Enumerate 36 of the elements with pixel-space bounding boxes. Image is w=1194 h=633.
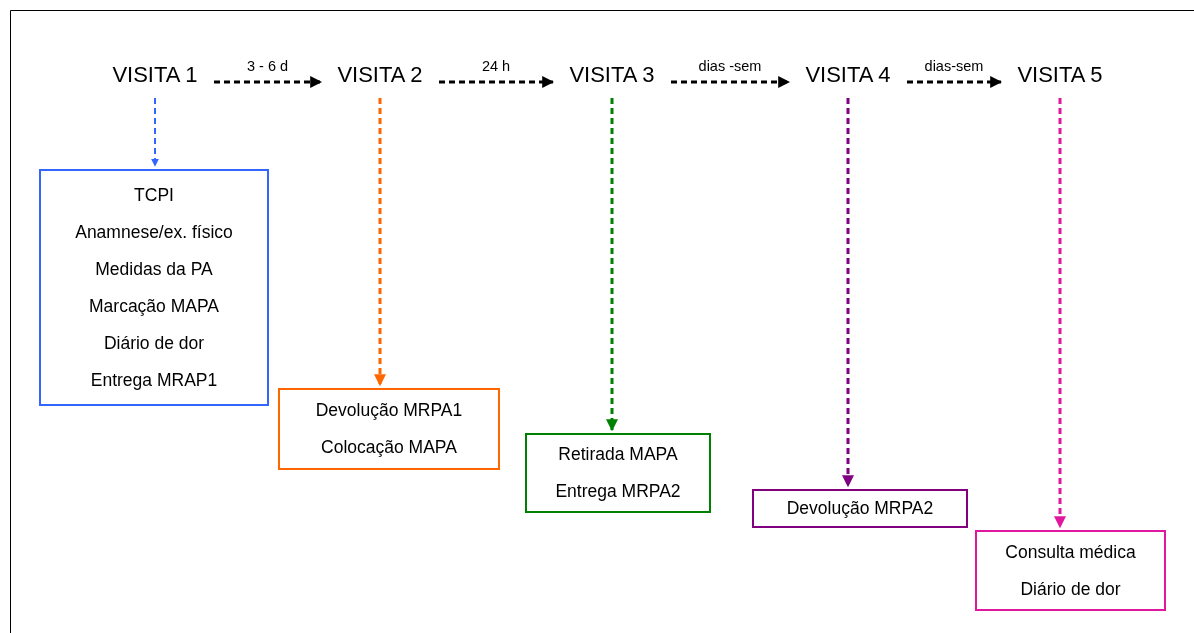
activity-item: TCPI bbox=[134, 183, 174, 207]
dashed-arrow bbox=[671, 76, 791, 88]
dashed-arrow bbox=[1054, 98, 1066, 529]
activity-item: Anamnese/ex. físico bbox=[75, 220, 233, 244]
edge-label: 3 - 6 d bbox=[245, 58, 290, 74]
dashed-arrow bbox=[907, 76, 1003, 88]
activity-box bbox=[525, 433, 711, 513]
edge-label: dias-sem bbox=[923, 58, 985, 74]
activity-item: Medidas da PA bbox=[95, 257, 213, 281]
visit-label: VISITA 4 bbox=[793, 62, 903, 88]
dashed-arrow bbox=[439, 76, 555, 88]
dashed-arrow bbox=[151, 97, 159, 167]
visit-label: VISITA 3 bbox=[557, 62, 667, 88]
activity-item: Diário de dor bbox=[103, 331, 205, 355]
activity-box bbox=[975, 530, 1166, 611]
activity-item: Devolução MRPA1 bbox=[315, 399, 463, 422]
activity-box bbox=[39, 169, 269, 406]
activity-box bbox=[278, 388, 500, 470]
activity-item: Marcação MAPA bbox=[89, 294, 219, 318]
dashed-arrow bbox=[214, 76, 323, 88]
visit-label: VISITA 5 bbox=[1005, 62, 1115, 88]
activity-item: Retirada MAPA bbox=[558, 443, 678, 466]
activity-item: Entrega MRAP1 bbox=[90, 368, 218, 392]
activity-item: Entrega MRPA2 bbox=[555, 480, 681, 503]
dashed-arrow bbox=[606, 98, 618, 432]
edge-label: dias -sem bbox=[697, 58, 763, 74]
activity-item: Diário de dor bbox=[1020, 577, 1121, 601]
dashed-arrow bbox=[374, 98, 386, 387]
activity-box bbox=[752, 489, 968, 528]
activity-item: Consulta médica bbox=[1005, 540, 1136, 564]
edge-label: 24 h bbox=[480, 58, 512, 74]
activity-item: Colocação MAPA bbox=[321, 436, 457, 459]
visit-label: VISITA 2 bbox=[325, 62, 435, 88]
dashed-arrow bbox=[842, 98, 854, 488]
activity-item: Devolução MRPA2 bbox=[786, 497, 934, 520]
visit-label: VISITA 1 bbox=[100, 62, 210, 88]
